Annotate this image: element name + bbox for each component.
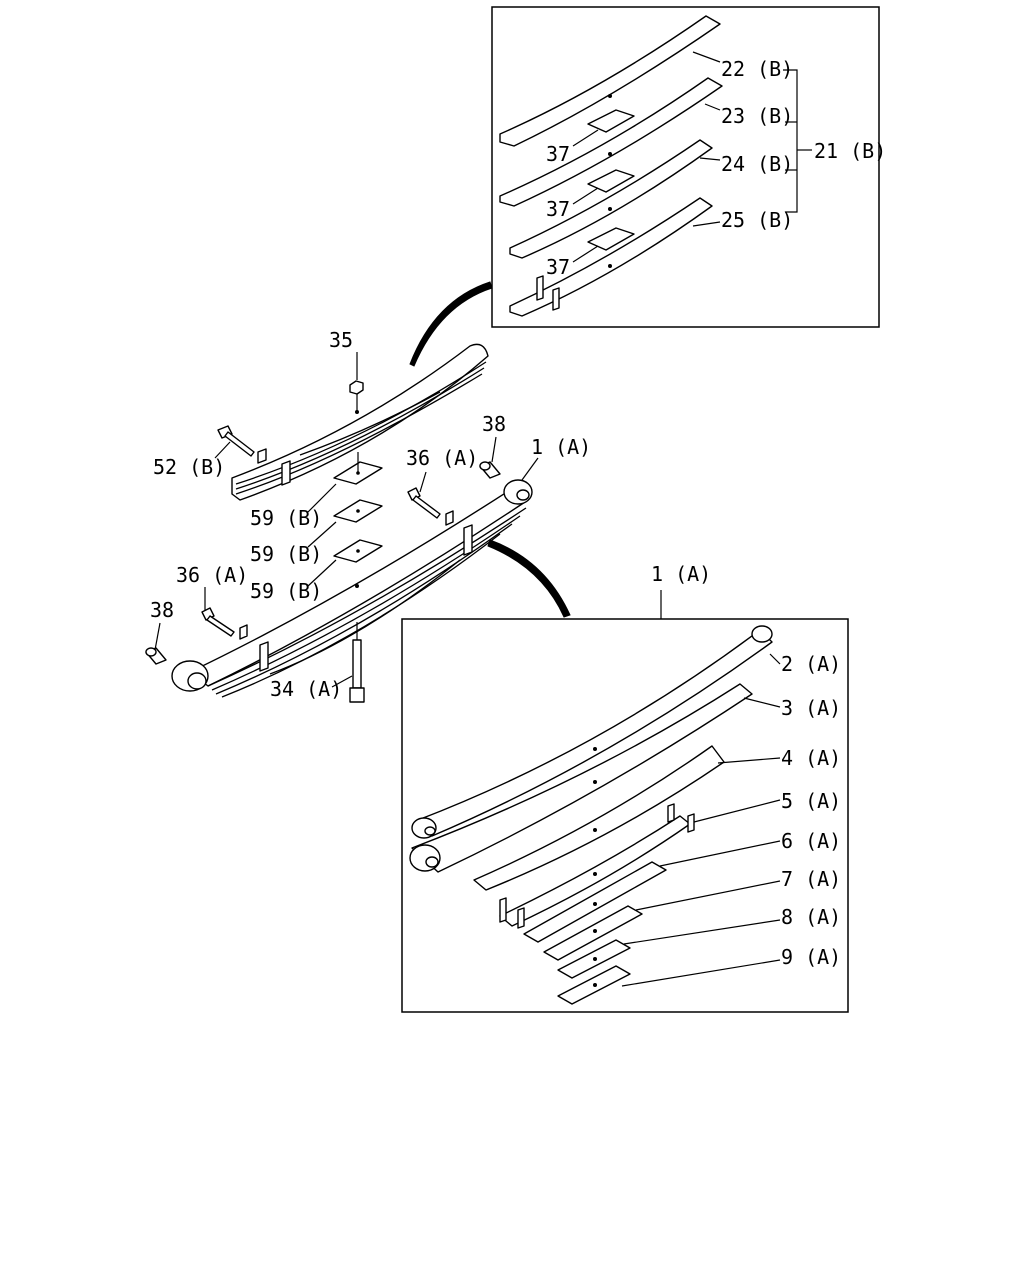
bolt-36a-top xyxy=(407,487,454,526)
label-25b: 25 (B) xyxy=(721,208,793,232)
leaf-23b xyxy=(499,77,723,207)
label-21b: 21 (B) xyxy=(814,139,886,163)
label-9a: 9 (A) xyxy=(781,945,841,969)
label-59b-1: 59 (B) xyxy=(250,506,322,530)
label-38-left: 38 xyxy=(150,598,174,622)
pad-59b-2 xyxy=(333,499,383,523)
nut-35 xyxy=(349,380,364,412)
label-37-a: 37 xyxy=(546,142,570,166)
label-22b: 22 (B) xyxy=(721,57,793,81)
label-23b: 23 (B) xyxy=(721,104,793,128)
pad-37-b xyxy=(587,169,635,193)
leaf-8a xyxy=(557,939,631,979)
label-1a-detail: 1 (A) xyxy=(651,562,711,586)
callout-arc-a xyxy=(487,539,571,618)
label-7a: 7 (A) xyxy=(781,867,841,891)
label-8a: 8 (A) xyxy=(781,905,841,929)
bushing-38-top xyxy=(479,461,501,479)
label-37-c: 37 xyxy=(546,255,570,279)
label-59b-2: 59 (B) xyxy=(250,542,322,566)
label-2a: 2 (A) xyxy=(781,652,841,676)
leaf-7a xyxy=(543,905,643,961)
label-6a: 6 (A) xyxy=(781,829,841,853)
bolt-36a-left xyxy=(201,607,248,640)
label-5a: 5 (A) xyxy=(781,789,841,813)
spring-assembly-a xyxy=(171,479,533,698)
bolt-34a xyxy=(349,622,365,703)
label-34a: 34 (A) xyxy=(270,677,342,701)
label-36a-top: 36 (A) xyxy=(406,446,478,470)
label-59b-3: 59 (B) xyxy=(250,579,322,603)
leaf-3a xyxy=(409,683,753,873)
label-35: 35 xyxy=(329,328,353,352)
leaf-2a xyxy=(411,625,773,839)
spring-assembly-b xyxy=(231,343,489,501)
callout-arc-b xyxy=(409,281,493,367)
detail-box-b xyxy=(491,6,880,328)
leaf-22b xyxy=(499,15,721,147)
leaf-24b xyxy=(509,139,713,259)
bushing-38-left xyxy=(145,647,167,665)
pad-59b-3 xyxy=(333,539,383,563)
leaf-5a xyxy=(499,803,695,929)
label-37-b: 37 xyxy=(546,197,570,221)
leaf-6a xyxy=(523,861,667,943)
label-38-top: 38 xyxy=(482,412,506,436)
label-1a-top: 1 (A) xyxy=(531,435,591,459)
detail-box-a xyxy=(401,618,849,1013)
leaf-25b xyxy=(509,197,713,317)
label-52b: 52 (B) xyxy=(153,455,225,479)
pad-37-a xyxy=(587,109,635,133)
pad-59b-1 xyxy=(333,452,383,485)
label-3a: 3 (A) xyxy=(781,696,841,720)
leaf-9a xyxy=(557,965,631,1005)
label-4a: 4 (A) xyxy=(781,746,841,770)
label-36a-left: 36 (A) xyxy=(176,563,248,587)
pad-37-c xyxy=(587,227,635,251)
bolt-52b xyxy=(217,425,267,464)
label-24b: 24 (B) xyxy=(721,152,793,176)
